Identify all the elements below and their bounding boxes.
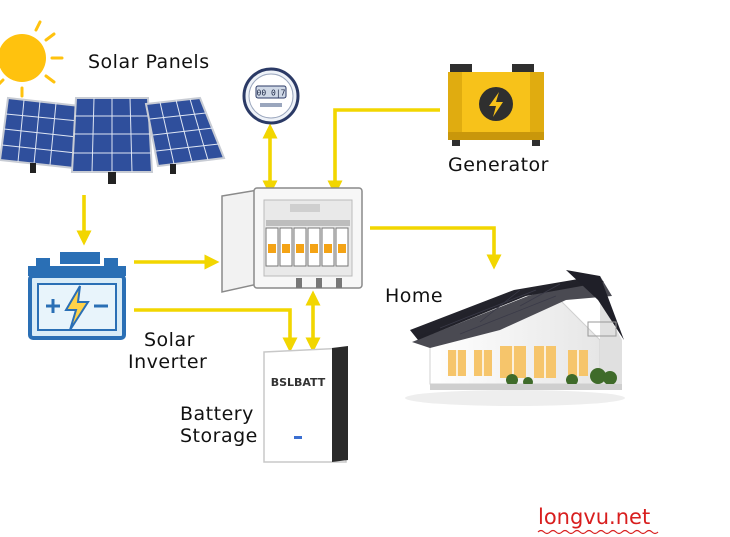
label-inverter-line1: Solar [144,329,195,351]
label-battery-line1: Battery [180,403,254,425]
watermark-link[interactable]: longvu.net [538,505,651,529]
breaker-box-icon [221,187,363,293]
watermark-underline [537,529,659,535]
label-battery-line2: Storage [180,424,258,447]
solar-panel-left [0,96,82,170]
label-inverter-line2: Inverter [128,350,208,373]
arrow-box-to-home [370,226,502,270]
arrow-battery-to-storage [134,308,298,353]
electric-meter-icon: 00 0|7 [242,67,300,125]
generator-icon [448,64,544,146]
battery-brand: BSLBATT [271,376,326,389]
solar-panel-right [144,96,226,168]
label-solar-panels: Solar Panels [88,51,210,73]
meter-display: 00 0|7 [257,89,286,98]
car-battery-icon [28,252,126,340]
sun-icon [0,20,64,98]
solar-panel-middle [70,97,154,173]
solar-panel-icon [0,96,226,184]
label-solar-inverter: Solar Inverter [128,329,223,374]
label-generator: Generator [448,154,549,176]
label-home: Home [385,285,444,307]
battery-storage-icon: BSLBATT [263,346,348,463]
arrows [76,108,502,353]
house-icon [405,270,625,406]
label-battery-storage: Battery Storage [180,403,258,448]
arrow-generator-to-box [327,108,440,196]
